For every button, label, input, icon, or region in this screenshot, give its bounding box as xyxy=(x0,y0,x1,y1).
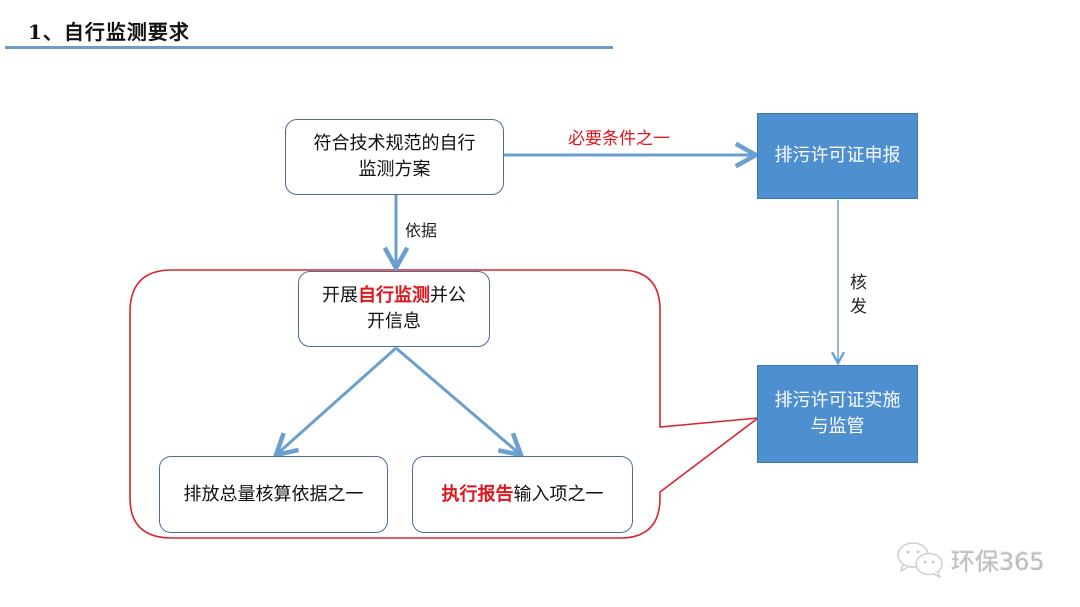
node-self-monitoring-line1: 开展自行监测并公 xyxy=(322,283,466,309)
title-underline xyxy=(5,46,613,49)
node-monitoring-scheme: 符合技术规范的自行 监测方案 xyxy=(285,119,504,195)
edge-label-basis: 依据 xyxy=(405,221,438,240)
node-self-monitoring-highlight: 自行监测 xyxy=(358,285,430,306)
node-self-monitoring-post: 并公 xyxy=(430,285,466,306)
wechat-icon xyxy=(897,542,943,578)
callout-frame xyxy=(129,269,761,539)
arrow-monitor-to-report xyxy=(395,346,521,455)
node-self-monitoring: 开展自行监测并公 开信息 xyxy=(298,271,490,347)
node-execution-report: 执行报告输入项之一 xyxy=(412,456,633,533)
edge-label-necessary-condition: 必要条件之一 xyxy=(568,129,670,149)
node-permit-application: 排污许可证申报 xyxy=(757,113,918,199)
watermark: 环保365 xyxy=(895,540,1045,578)
edge-label-issue-2: 发 xyxy=(850,297,867,317)
node-self-monitoring-line2: 开信息 xyxy=(367,311,421,332)
node-monitoring-scheme-line2: 监测方案 xyxy=(358,159,431,180)
node-permit-implementation: 排污许可证实施 与监管 xyxy=(757,365,918,463)
page-title: 1、自行监测要求 xyxy=(28,20,190,44)
watermark-text: 环保365 xyxy=(951,547,1045,576)
node-self-monitoring-pre: 开展 xyxy=(322,285,358,306)
node-execution-report-highlight: 执行报告 xyxy=(441,483,514,505)
node-execution-report-post: 输入项之一 xyxy=(513,483,604,505)
node-monitoring-scheme-line1: 符合技术规范的自行 xyxy=(313,133,476,154)
node-permit-implementation-line2: 与监管 xyxy=(810,416,865,437)
arrow-monitor-to-emission xyxy=(276,346,397,455)
edge-label-issue-1: 核 xyxy=(850,273,867,293)
node-emission-total: 排放总量核算依据之一 xyxy=(159,456,388,533)
node-permit-implementation-line1: 排污许可证实施 xyxy=(774,390,901,411)
